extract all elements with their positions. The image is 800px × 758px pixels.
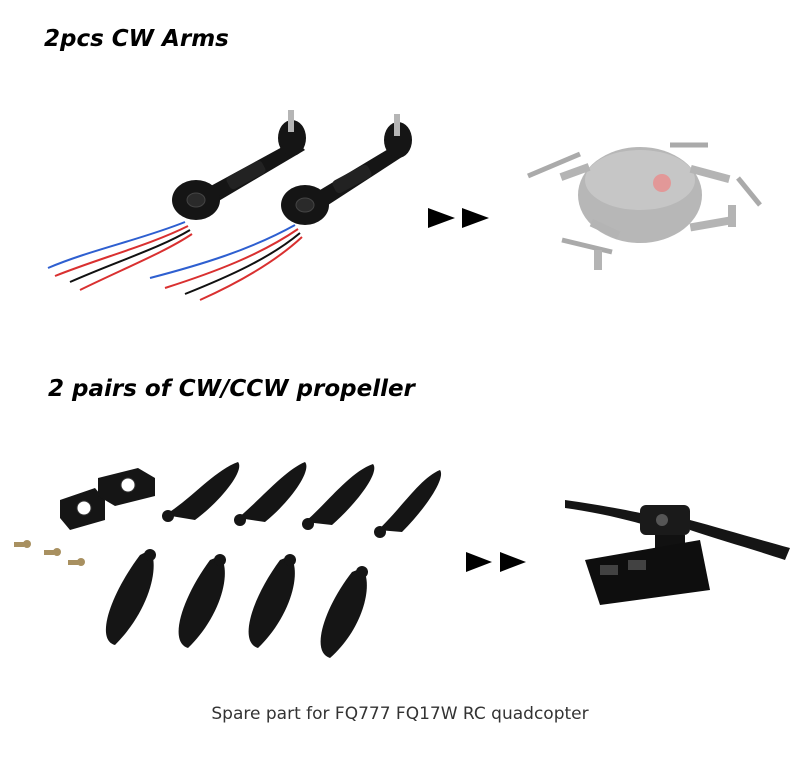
cw-arm-left: [47, 110, 306, 291]
arrow-pair-icon: [466, 552, 526, 572]
quadcopter-drone-image: [527, 142, 762, 270]
propeller-heading: 2 pairs of CW/CCW propeller: [48, 376, 415, 402]
propeller-blades-top-row: [162, 462, 442, 538]
screws: [14, 540, 85, 566]
caption: Spare part for FQ777 FQ17W RC quadcopter: [211, 704, 589, 724]
propeller-mount-parts: [60, 468, 155, 530]
cw-arm-right: [149, 114, 412, 301]
propeller-blades-bottom-row: [105, 549, 368, 658]
mounted-propeller-image: [565, 500, 790, 605]
arms-heading: 2pcs CW Arms: [44, 26, 229, 52]
arrow-pair-icon: [428, 208, 489, 228]
